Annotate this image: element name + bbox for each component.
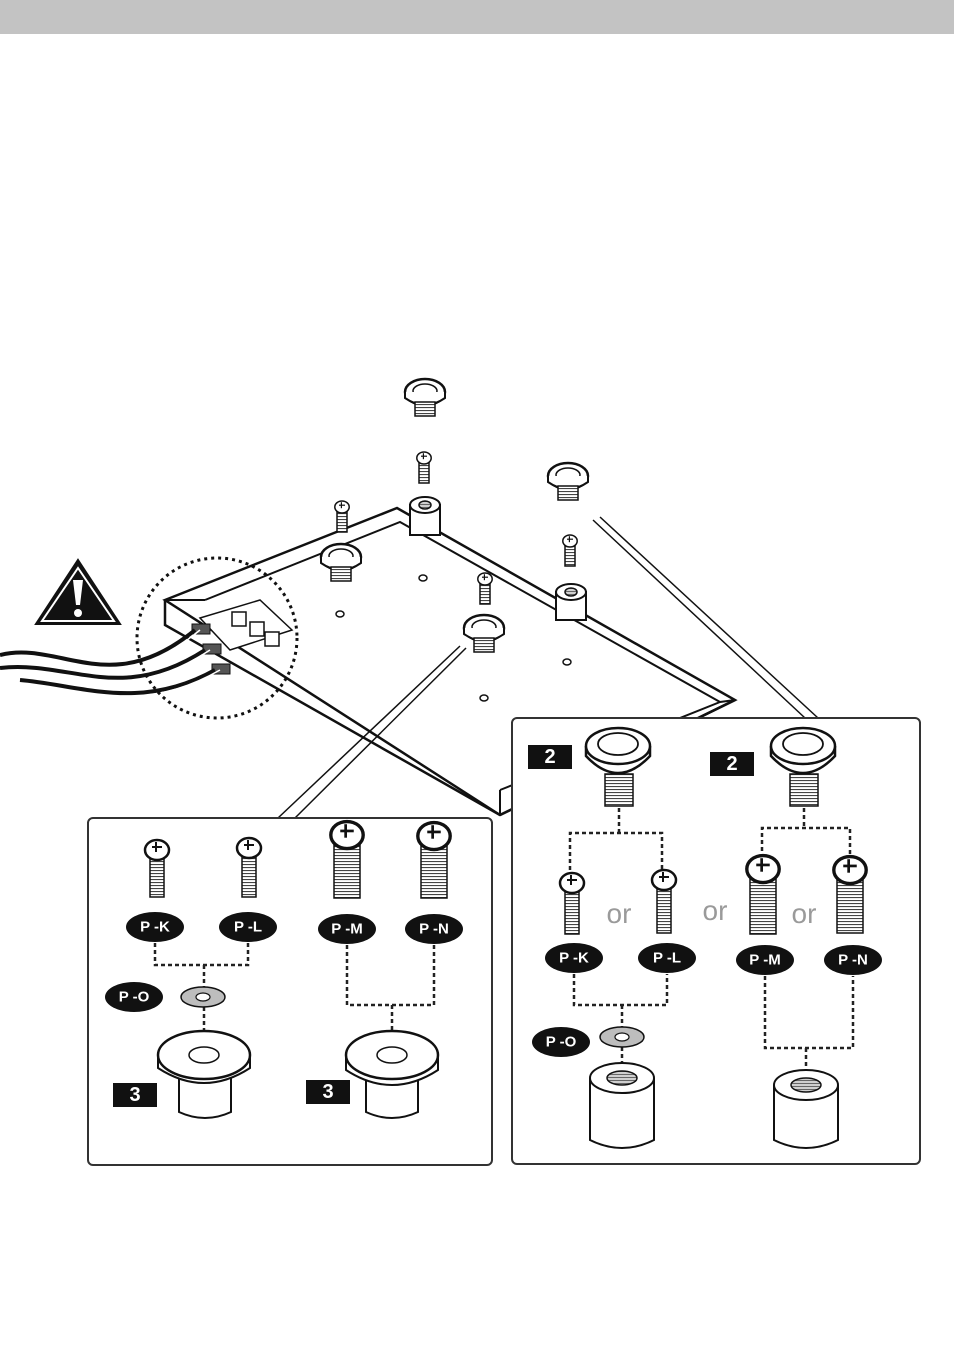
screw-pn-left [418,823,450,899]
or-text-2: or [703,895,728,926]
or-text-3: or [792,898,817,929]
svg-text:2: 2 [726,753,737,775]
label-pn-left: P -N [405,914,463,944]
label-pl-left: P -L [219,912,277,942]
detail-panel-left: P -K P -L P -M P -N P -O 3 3 [88,818,492,1165]
or-text-1: or [607,898,632,929]
label-pm-left: P -M [318,914,376,944]
svg-text:P -O: P -O [119,989,150,1006]
label-pk-left: P -K [126,912,184,942]
svg-text:P -L: P -L [653,950,681,967]
svg-text:P -M: P -M [749,952,780,969]
svg-text:P -N: P -N [419,921,449,938]
screw-table-3 [563,535,577,566]
step-number-3-right: 3 [306,1080,350,1104]
warning-triangle-icon [33,555,123,627]
detail-panel-right: 2 2 [512,718,920,1164]
svg-text:2: 2 [544,746,555,768]
label-pn-right: P -N [824,945,882,975]
corner-block-left [410,497,440,535]
label-pl-right: P -L [638,943,696,973]
screw-table-4 [478,573,492,604]
label-po-right: P -O [532,1027,590,1057]
threaded-insert-left [590,1063,654,1148]
foot-top-left [405,379,445,416]
washer-po-left [181,987,225,1007]
screw-table-1 [417,452,431,483]
threaded-insert-right [774,1070,838,1148]
svg-text:P -M: P -M [331,921,362,938]
svg-text:P -O: P -O [546,1034,577,1051]
screw-pn-right [834,857,866,934]
step-number-3-left: 3 [113,1083,157,1107]
step-number-2-left: 2 [528,745,572,769]
svg-text:P -K: P -K [559,950,589,967]
screw-pm-left [331,822,363,899]
step-number-2-right: 2 [710,752,754,776]
label-po-left: P -O [105,982,163,1012]
washer-po-right [600,1027,644,1047]
screw-pm-right [747,856,779,935]
label-pk-right: P -K [545,943,603,973]
svg-text:3: 3 [129,1084,140,1106]
corner-block-right [556,584,586,620]
svg-text:3: 3 [322,1081,333,1103]
svg-text:P -L: P -L [234,919,262,936]
cables [0,630,220,697]
svg-text:P -K: P -K [140,919,170,936]
screw-table-2 [335,501,349,532]
svg-text:P -N: P -N [838,952,868,969]
foot-top-right [548,463,588,500]
label-pm-right: P -M [736,945,794,975]
